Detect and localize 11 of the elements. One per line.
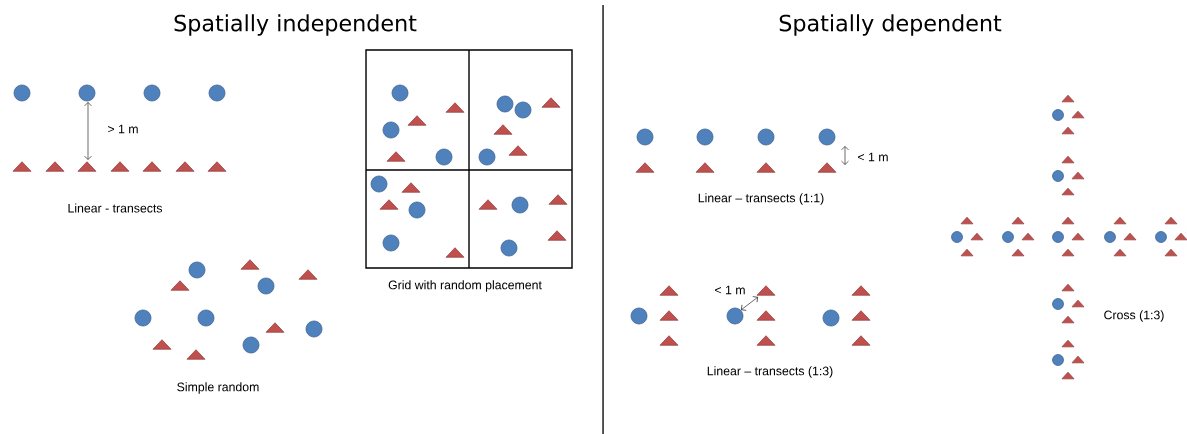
caption-text: < 1 m <box>715 285 745 295</box>
caption-text: Grid with random placement <box>388 280 542 292</box>
caption-text: Cross (1:3) <box>1104 310 1164 322</box>
caption-text: > 1 m <box>108 124 138 134</box>
caption-text: < 1 m <box>858 152 888 162</box>
heading: Spatially independent <box>174 14 417 36</box>
caption-text: Simple random <box>177 382 259 394</box>
heading: Spatially dependent <box>779 14 1002 36</box>
caption-text: Linear – transects (1:1) <box>698 193 824 205</box>
caption-text: Linear – transects (1:3) <box>707 366 833 378</box>
caption-text: Linear - transects <box>68 203 163 213</box>
